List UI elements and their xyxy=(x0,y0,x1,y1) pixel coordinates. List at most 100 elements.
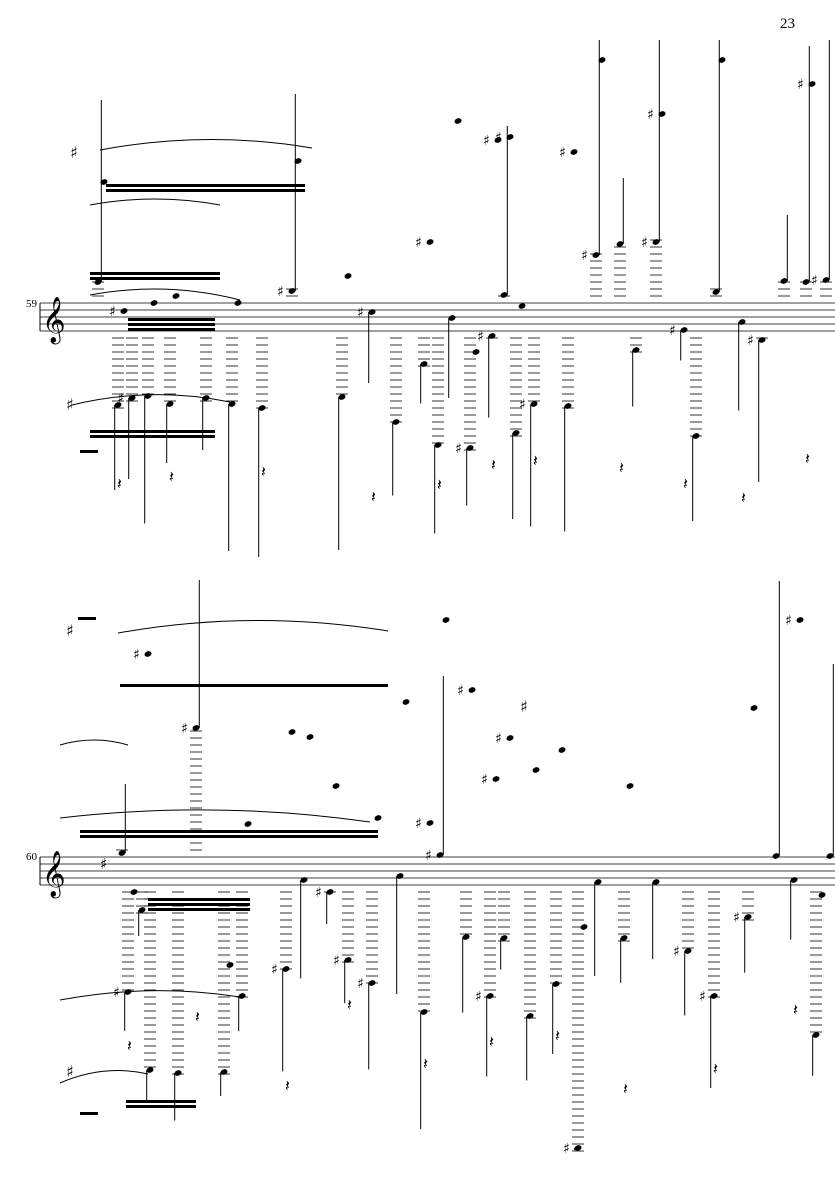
notehead xyxy=(580,924,588,930)
notehead xyxy=(288,729,296,735)
sharp-accidental: ♯ xyxy=(181,721,188,737)
sharp-accidental: ♯ xyxy=(357,976,364,992)
beam xyxy=(90,272,220,275)
sharp-accidental: ♯ xyxy=(559,145,566,161)
notehead xyxy=(442,617,450,623)
sharp-accidental: ♯ xyxy=(563,1141,570,1157)
quarter-rest: 𝄽 xyxy=(285,1076,290,1095)
sharp-accidental: ♯ xyxy=(415,235,422,251)
notehead xyxy=(118,850,126,856)
sharp-accidental: ♯ xyxy=(66,621,74,640)
sharp-accidental: ♯ xyxy=(747,333,754,349)
notehead xyxy=(680,327,688,333)
beam xyxy=(128,318,215,321)
quarter-rest: 𝄽 xyxy=(371,487,376,506)
beam xyxy=(106,189,305,192)
quarter-rest: 𝄽 xyxy=(741,488,746,507)
sharp-accidental: ♯ xyxy=(733,910,740,926)
notehead xyxy=(790,877,798,883)
notehead xyxy=(402,699,410,705)
slur xyxy=(59,990,241,1001)
sharp-accidental: ♯ xyxy=(811,273,818,289)
beam xyxy=(126,1105,196,1108)
beam xyxy=(148,898,250,901)
sharp-accidental: ♯ xyxy=(519,397,526,413)
notehead xyxy=(466,445,474,451)
treble-clef: 𝄞 xyxy=(42,297,66,345)
notehead xyxy=(594,879,602,885)
notehead xyxy=(826,853,834,859)
slur xyxy=(59,809,371,823)
sharp-accidental: ♯ xyxy=(495,130,502,146)
quarter-rest: 𝄽 xyxy=(623,1079,628,1098)
notehead xyxy=(818,892,826,898)
sharp-accidental: ♯ xyxy=(113,985,120,1001)
beam xyxy=(90,430,215,433)
notehead xyxy=(512,430,520,436)
notehead xyxy=(220,1069,228,1075)
quarter-rest: 𝄽 xyxy=(619,458,624,477)
notehead xyxy=(532,767,540,773)
notehead xyxy=(812,1032,820,1038)
notehead xyxy=(344,273,352,279)
sharp-accidental: ♯ xyxy=(495,731,502,747)
notehead xyxy=(822,277,830,283)
beam xyxy=(128,323,215,326)
notehead xyxy=(632,347,640,353)
notehead xyxy=(436,852,444,858)
sharp-accidental: ♯ xyxy=(357,305,364,321)
notehead xyxy=(368,309,376,315)
sharp-accidental: ♯ xyxy=(520,697,528,716)
sharp-accidental: ♯ xyxy=(66,395,74,414)
notehead xyxy=(120,308,128,314)
notehead xyxy=(420,1009,428,1015)
page-number: 23 xyxy=(780,16,795,32)
slur xyxy=(59,739,129,746)
whole-rest xyxy=(80,1112,98,1115)
notehead xyxy=(564,403,572,409)
notehead xyxy=(344,957,352,963)
key-signature-sharp: ♯ xyxy=(100,855,107,873)
sharp-accidental: ♯ xyxy=(425,848,432,864)
sharp-accidental: ♯ xyxy=(477,329,484,345)
slur xyxy=(89,288,241,301)
notehead xyxy=(144,651,152,657)
notehead xyxy=(396,873,404,879)
notehead xyxy=(518,303,526,309)
system-60: 𝄞♯♯♯𝄽♯𝄽♯𝄽♯♯𝄽♯♯𝄽♯♯♯♯𝄽♯𝄽♯𝄽♯♯𝄽♯♯𝄽♯♯♯ xyxy=(39,580,835,1157)
sharp-accidental: ♯ xyxy=(415,816,422,832)
notehead xyxy=(128,395,136,401)
notehead xyxy=(288,288,296,294)
notehead xyxy=(174,1070,182,1076)
notehead xyxy=(300,877,308,883)
notehead xyxy=(616,241,624,247)
beam xyxy=(90,277,220,280)
notehead xyxy=(338,394,346,400)
sharp-accidental: ♯ xyxy=(277,284,284,300)
beam xyxy=(80,835,378,838)
slur xyxy=(99,138,313,151)
notehead xyxy=(598,57,606,63)
notehead xyxy=(494,137,502,143)
whole-rest xyxy=(80,450,98,453)
notehead xyxy=(738,319,746,325)
notehead xyxy=(172,293,180,299)
notehead xyxy=(506,134,514,140)
beam xyxy=(90,435,215,438)
notehead xyxy=(472,349,480,355)
measure-number-59: 59 xyxy=(26,298,37,310)
notehead xyxy=(166,401,174,407)
quarter-rest: 𝄽 xyxy=(261,462,266,481)
beam xyxy=(106,184,305,187)
sharp-accidental: ♯ xyxy=(699,989,706,1005)
notehead xyxy=(114,402,122,408)
sharp-accidental: ♯ xyxy=(483,133,490,149)
notehead xyxy=(500,935,508,941)
notehead xyxy=(130,889,138,895)
notehead xyxy=(332,783,340,789)
notehead xyxy=(244,821,252,827)
notehead xyxy=(652,239,660,245)
beam xyxy=(126,1100,196,1103)
notehead xyxy=(626,783,634,789)
